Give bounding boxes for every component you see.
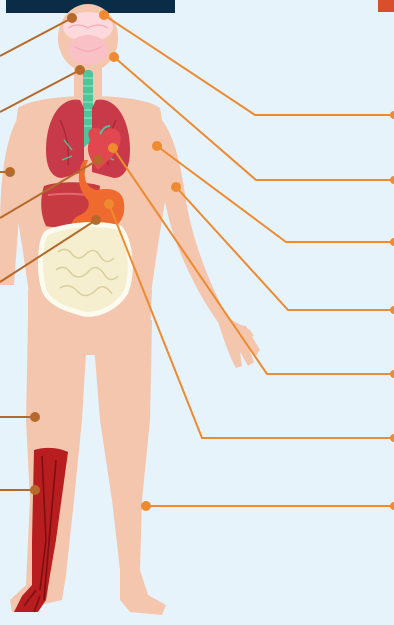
edge-dot-1: [390, 111, 394, 119]
callout-dot-liver-left: [91, 215, 101, 225]
callout-dot-heart-right: [108, 143, 118, 153]
callout-dot-throat-right: [109, 52, 119, 62]
callout-dot-heart-left: [93, 155, 103, 165]
callout-line-shoulder-right: [157, 146, 394, 242]
callout-dot-arm-right: [171, 182, 181, 192]
edge-dot-7: [390, 502, 394, 510]
callout-dot-thigh-left: [30, 412, 40, 422]
right-hand: [218, 322, 260, 368]
corner-accent: [378, 0, 394, 12]
right-edge-dots: [390, 111, 394, 510]
intestines: [41, 225, 131, 315]
callout-dot-arm-left: [5, 167, 15, 177]
callout-line-brain-right: [104, 15, 394, 115]
callout-dot-calf-left: [30, 485, 40, 495]
callout-dot-neck-left: [75, 65, 85, 75]
right-leg: [92, 320, 166, 615]
callout-dot-shoulder-right: [152, 141, 162, 151]
callout-dot-brain-right: [99, 10, 109, 20]
edge-dot-2: [390, 176, 394, 184]
callout-dot-brain-left: [67, 13, 77, 23]
edge-dot-4: [390, 306, 394, 314]
callout-dot-leg-right: [141, 501, 151, 511]
edge-dot-3: [390, 238, 394, 246]
edge-dot-6: [390, 434, 394, 442]
edge-dot-5: [390, 370, 394, 378]
callout-dot-stomach-right: [104, 199, 114, 209]
